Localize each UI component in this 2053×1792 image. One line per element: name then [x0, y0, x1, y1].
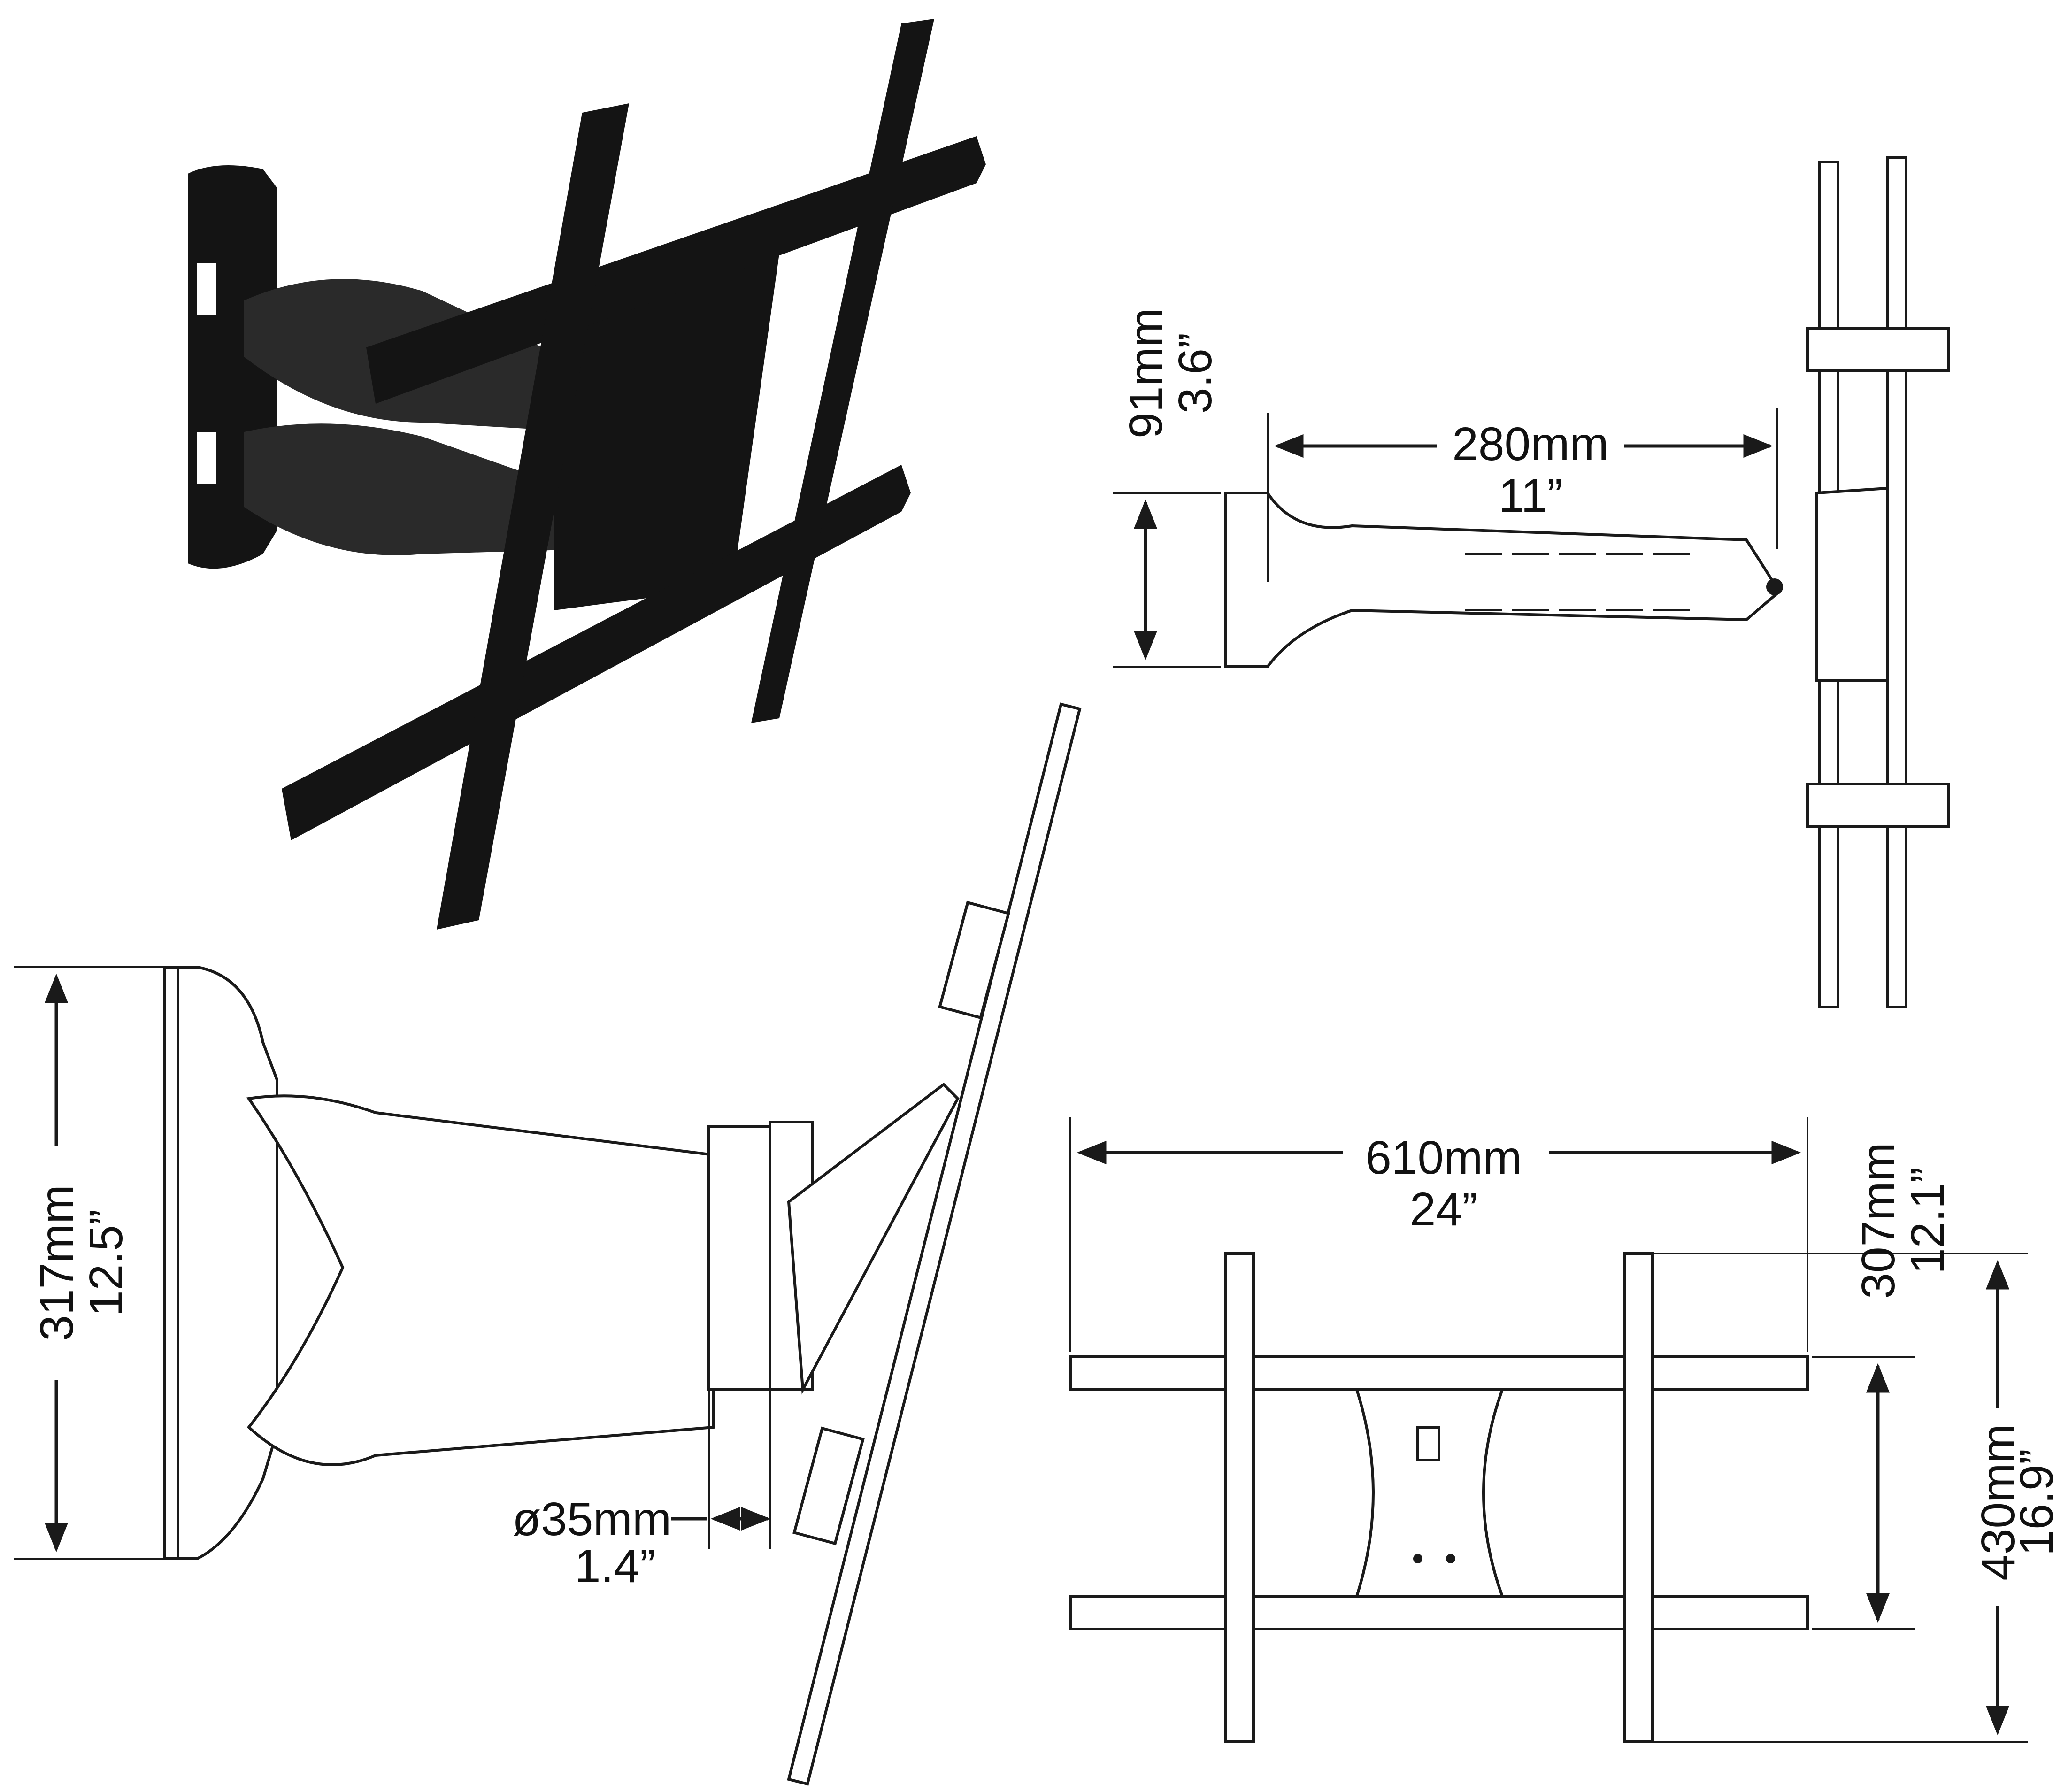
dim-35mm-metric: ø35mm [512, 1493, 671, 1546]
dim-91mm-metric: 91mm [1120, 308, 1172, 438]
dim-280mm-metric: 280mm [1452, 418, 1608, 470]
dimension-430mm: 430mm 16.9” [1972, 1424, 2053, 1580]
dim-91mm-imperial: 3.6” [1169, 333, 1222, 414]
dimension-91mm: 91mm 3.6” [1120, 308, 1222, 438]
dimension-280mm: 280mm 11” [1452, 418, 1608, 522]
dim-280mm-imperial: 11” [1498, 469, 1562, 522]
dim-430mm-metric: 430mm [1972, 1424, 2024, 1580]
dim-317mm-imperial: 12.5” [80, 1209, 132, 1316]
dim-35mm-imperial: 1.4” [575, 1540, 655, 1592]
dimension-307mm: 307mm 12.1” [1852, 1142, 1954, 1299]
dimension-317mm: 317mm 12.5” [31, 1184, 132, 1341]
dimension-35mm: ø35mm 1.4” [512, 1493, 671, 1592]
dim-307mm-imperial: 12.1” [1901, 1167, 1954, 1274]
dimension-610mm: 610mm 24” [1365, 1131, 1522, 1236]
dim-307mm-metric: 307mm [1852, 1142, 1905, 1299]
front-view [1069, 1117, 2028, 1743]
dim-317mm-metric: 317mm [31, 1184, 83, 1341]
perspective-view [188, 19, 986, 930]
side-view [14, 702, 1082, 1786]
dim-430mm-imperial: 16.9” [2010, 1449, 2053, 1556]
top-view [1113, 156, 1950, 1008]
dim-610mm-metric: 610mm [1365, 1131, 1522, 1184]
dim-610mm-imperial: 24” [1410, 1183, 1478, 1236]
